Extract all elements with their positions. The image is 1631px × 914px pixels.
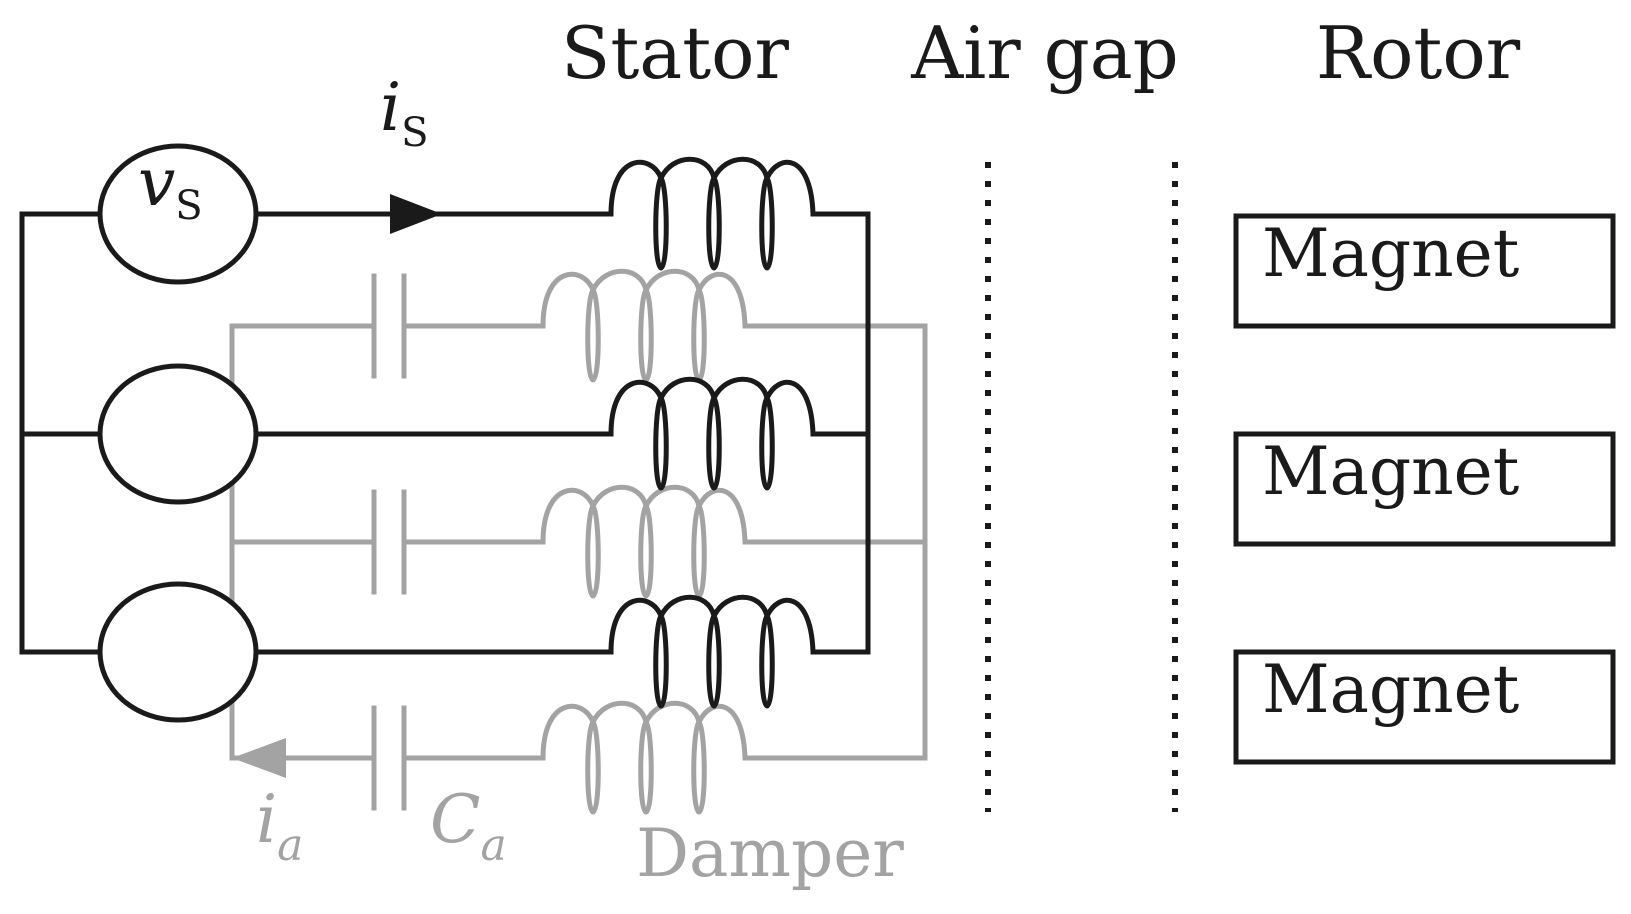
stator-phase-1: [19, 143, 871, 285]
magnet-label: Magnet: [1262, 433, 1519, 510]
damper-circuit: [229, 268, 928, 815]
stator-header: Stator: [561, 11, 789, 95]
damper-capacitance-label: Ca: [430, 781, 507, 871]
damper-current-label: ia: [256, 781, 303, 871]
inductor-icon: [608, 376, 816, 491]
stator-phase-2: [19, 363, 871, 505]
magnet-label: Magnet: [1262, 215, 1519, 292]
source-voltage-label: vS: [138, 144, 203, 229]
inductor-icon: [540, 268, 748, 383]
magnet-label: Magnet: [1262, 651, 1519, 728]
voltage-source-icon: [97, 363, 259, 505]
air-gap-header: Air gap: [910, 11, 1178, 95]
damper-label: Damper: [636, 815, 904, 892]
inductor-icon: [608, 594, 816, 709]
inductor-icon: [540, 700, 748, 815]
current-arrow-icon: [390, 194, 442, 234]
voltage-source-icon: [97, 581, 259, 723]
damper-branch-3: [229, 700, 928, 815]
damper-branch-1: [229, 268, 928, 383]
stator-circuit: [19, 143, 871, 723]
current-arrow-icon: [232, 738, 286, 778]
magnet-3: Magnet: [1233, 649, 1616, 765]
damper-branch-2: [229, 484, 928, 599]
stator-current-label: iS: [380, 69, 429, 156]
inductor-icon: [608, 156, 816, 271]
rotor-header: Rotor: [1316, 11, 1521, 95]
stator-phase-3: [19, 581, 871, 723]
magnet-1: Magnet: [1233, 213, 1616, 329]
inductor-icon: [540, 484, 748, 599]
magnet-2: Magnet: [1233, 431, 1616, 547]
